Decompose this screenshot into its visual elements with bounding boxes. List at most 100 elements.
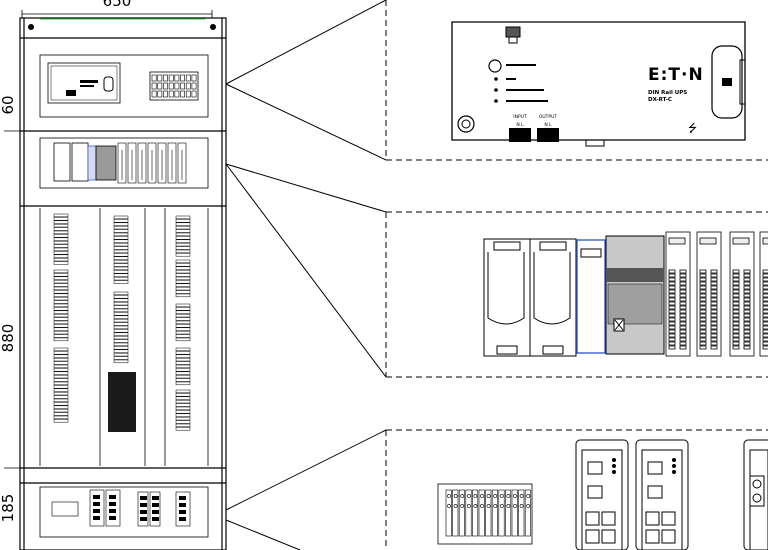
io-terminal bbox=[710, 281, 718, 286]
terminal bbox=[175, 327, 191, 331]
terminal bbox=[175, 399, 191, 404]
io-terminal bbox=[699, 273, 707, 278]
terminal bbox=[175, 410, 191, 414]
io-terminal bbox=[710, 269, 718, 274]
breaker bbox=[180, 82, 185, 90]
io-terminal bbox=[679, 277, 687, 282]
callout-lines bbox=[225, 0, 387, 550]
terminal bbox=[113, 359, 129, 364]
terminal bbox=[113, 346, 129, 350]
terminal bbox=[175, 368, 191, 372]
io-terminal bbox=[679, 321, 687, 326]
cabinet-panels bbox=[39, 54, 209, 538]
led-icon bbox=[672, 464, 676, 468]
terminal bbox=[53, 364, 69, 369]
io-terminal bbox=[668, 309, 676, 314]
io-terminal bbox=[743, 293, 751, 298]
io-terminal bbox=[732, 281, 740, 286]
terminal bbox=[113, 225, 129, 230]
terminal bbox=[505, 489, 512, 537]
io-terminal bbox=[762, 269, 768, 274]
terminal bbox=[175, 313, 191, 318]
io-terminal bbox=[699, 281, 707, 286]
io-terminal bbox=[732, 325, 740, 330]
breaker bbox=[163, 82, 168, 90]
io-terminal bbox=[668, 273, 676, 278]
ethernet-port-icon bbox=[601, 511, 616, 526]
io-terminal bbox=[762, 277, 768, 282]
ethernet-port-icon bbox=[661, 511, 676, 526]
terminal bbox=[175, 406, 191, 411]
terminal bbox=[53, 398, 69, 403]
io-terminal bbox=[668, 289, 676, 294]
terminal bbox=[113, 339, 129, 343]
terminal bbox=[53, 286, 69, 291]
terminal bbox=[53, 357, 69, 362]
terminal bbox=[53, 330, 69, 335]
io-terminal bbox=[679, 269, 687, 274]
io-terminal bbox=[743, 309, 751, 314]
terminal bbox=[53, 324, 69, 328]
terminal bbox=[113, 305, 129, 309]
ethernet-port-icon bbox=[647, 461, 663, 475]
terminal bbox=[175, 320, 191, 325]
breaker bbox=[157, 90, 163, 98]
led-icon bbox=[672, 458, 676, 462]
breaker bbox=[180, 74, 185, 82]
io-terminal bbox=[699, 301, 707, 306]
terminal bbox=[53, 374, 69, 379]
io-terminal bbox=[668, 277, 676, 282]
terminal-block-icon bbox=[509, 128, 559, 142]
blue-module bbox=[576, 239, 606, 354]
io-terminal bbox=[710, 317, 718, 322]
terminal bbox=[113, 301, 129, 306]
io-terminal bbox=[710, 337, 718, 342]
io-terminal bbox=[762, 313, 768, 318]
breaker bbox=[174, 82, 180, 90]
led-icon bbox=[494, 77, 498, 103]
terminal bbox=[53, 213, 69, 218]
terminal bbox=[465, 489, 472, 537]
terminal bbox=[53, 402, 69, 406]
terminal bbox=[175, 330, 191, 335]
terminal bbox=[175, 427, 191, 431]
terminal bbox=[175, 334, 191, 338]
io-terminal bbox=[699, 317, 707, 322]
io-terminal bbox=[699, 293, 707, 298]
terminal bbox=[113, 349, 129, 353]
io-terminal bbox=[668, 313, 676, 318]
terminal bbox=[518, 489, 525, 537]
breaker bbox=[163, 90, 168, 98]
led-icon bbox=[612, 458, 616, 462]
terminal bbox=[53, 217, 69, 221]
io-terminal bbox=[732, 305, 740, 310]
io-terminal bbox=[710, 325, 718, 330]
terminal bbox=[113, 259, 129, 264]
breaker bbox=[174, 90, 180, 98]
terminal bbox=[113, 295, 129, 299]
io-terminal bbox=[699, 325, 707, 330]
io-terminal bbox=[743, 289, 751, 294]
terminal bbox=[113, 352, 129, 357]
breaker bbox=[185, 82, 191, 90]
io-terminal bbox=[710, 321, 718, 326]
io-terminal bbox=[699, 277, 707, 282]
terminal bbox=[113, 263, 129, 267]
dimension-top-width: 650 bbox=[103, 0, 132, 10]
io-terminal bbox=[668, 285, 676, 290]
io-terminal bbox=[699, 305, 707, 310]
io-terminal bbox=[732, 321, 740, 326]
io-terminal bbox=[743, 269, 751, 274]
io-terminal bbox=[668, 297, 676, 302]
network-thumbnail bbox=[51, 489, 191, 527]
dimension-section-top: 60 bbox=[0, 95, 17, 114]
io-terminal bbox=[668, 269, 676, 274]
io-terminal bbox=[743, 277, 751, 282]
io-terminal bbox=[699, 309, 707, 314]
io-terminal bbox=[699, 333, 707, 338]
terminal bbox=[175, 259, 191, 264]
terminal bbox=[113, 249, 129, 254]
io-terminal bbox=[679, 281, 687, 286]
terminal bbox=[113, 242, 129, 247]
breaker bbox=[191, 74, 197, 82]
